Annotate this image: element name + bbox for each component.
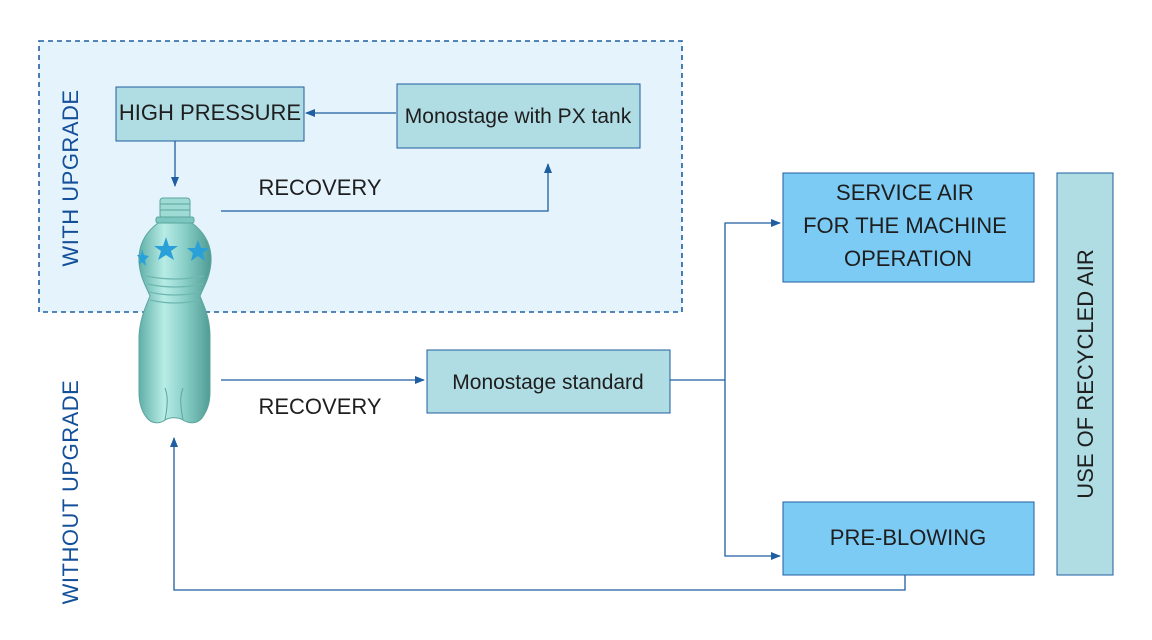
service-air-line-2: FOR THE MACHINE	[803, 213, 1007, 238]
service-air-label: SERVICE AIR FOR THE MACHINE OPERATION	[803, 180, 1013, 271]
with-upgrade-label: WITH UPGRADE	[58, 89, 83, 266]
pre-blowing-label: PRE-BLOWING	[830, 525, 986, 550]
pre-blowing-box	[782, 501, 1035, 576]
service-air-line-1: SERVICE AIR	[836, 180, 974, 205]
star-icon	[187, 240, 209, 261]
use-recycled-air-label: USE OF RECYCLED AIR	[1073, 249, 1098, 498]
monostage-px-label: Monostage with PX tank	[405, 105, 632, 128]
monostage-standard-label: Monostage standard	[452, 371, 643, 394]
arrow-branch-to-service-air	[724, 219, 781, 380]
service-air-box	[782, 172, 1035, 283]
service-air-line-3: OPERATION	[844, 246, 972, 271]
use-recycled-air-box	[1056, 172, 1114, 576]
recovery-lower-label: RECOVERY	[258, 394, 381, 419]
high-pressure-label: HIGH PRESSURE	[119, 100, 301, 125]
recovery-upper-label: RECOVERY	[258, 175, 381, 200]
arrow-pre-blowing-to-bottle	[170, 437, 906, 591]
arrow-recovery-to-px	[221, 163, 552, 212]
star-icon	[137, 249, 149, 266]
monostage-px-box	[396, 83, 641, 149]
star-icon	[154, 237, 178, 260]
monostage-standard-box	[426, 349, 671, 414]
pet-bottle-icon	[137, 197, 212, 424]
arrow-branch-to-pre-blowing	[724, 380, 781, 560]
high-pressure-box	[115, 86, 305, 142]
without-upgrade-label: WITHOUT UPGRADE	[58, 380, 83, 605]
